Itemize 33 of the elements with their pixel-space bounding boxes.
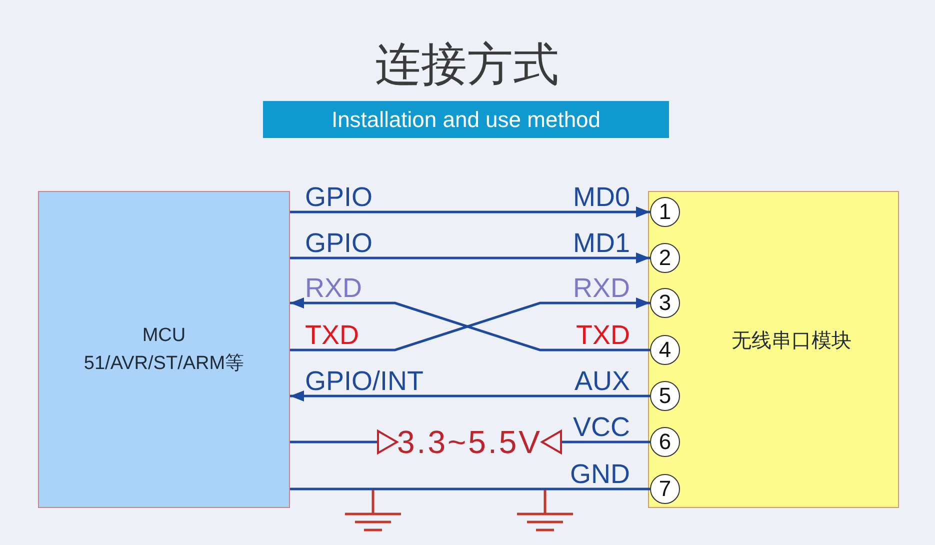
voltage-label: 3.3~5.5V <box>397 426 542 458</box>
arrow <box>541 430 650 454</box>
subtitle-banner: Installation and use method <box>263 101 669 138</box>
pin-number: 4 <box>650 335 680 365</box>
pin-number: 2 <box>650 243 680 273</box>
wire <box>290 488 650 490</box>
pin-label: VCC <box>572 414 630 441</box>
pin-label: MD1 <box>572 230 630 257</box>
signal-label: GPIO/INT <box>305 368 424 395</box>
arrow <box>290 252 650 264</box>
pin-label: TXD <box>576 322 630 349</box>
arrow <box>290 430 398 454</box>
pin-number: 3 <box>650 288 680 318</box>
device-models: 51/AVR/ST/ARM等 <box>84 352 244 376</box>
pin-number: 7 <box>650 474 680 504</box>
pin-label: AUX <box>574 368 630 395</box>
signal-label: GPIO <box>305 230 373 257</box>
arrow <box>290 206 650 218</box>
signal-label: RXD <box>305 275 362 302</box>
pin-label: RXD <box>572 275 630 302</box>
pin-number: 5 <box>650 381 680 411</box>
arrow <box>290 390 650 402</box>
pin-number: 1 <box>650 197 680 227</box>
microcontroller-block <box>38 191 290 508</box>
device-name: MCU <box>142 324 186 348</box>
pin-label: MD0 <box>572 184 630 211</box>
pin-number: 6 <box>650 427 680 457</box>
pin-label: GND <box>570 461 630 488</box>
radio-module-block <box>648 191 899 508</box>
signal-label: GPIO <box>305 184 373 211</box>
module-name: 无线串口模块 <box>732 329 852 354</box>
signal-label: TXD <box>305 322 359 349</box>
title: 连接方式 <box>375 37 559 92</box>
